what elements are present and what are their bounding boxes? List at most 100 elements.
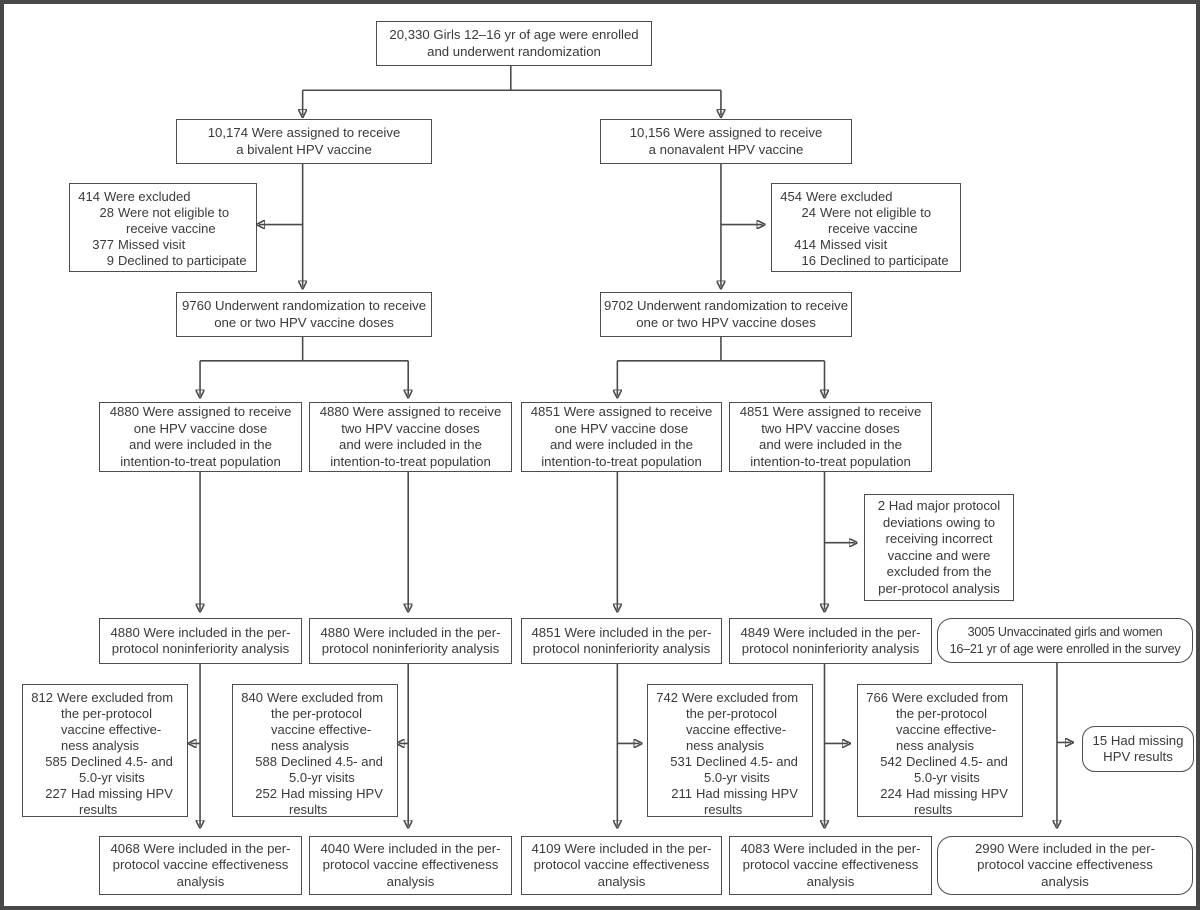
- stat-label: Had missing HPV: [71, 786, 173, 801]
- stat-line: vaccine effective-: [864, 722, 1020, 738]
- stat-line: ness analysis: [29, 738, 185, 754]
- stat-line: receive vaccine: [778, 221, 958, 237]
- stat-label: receive vaccine: [828, 221, 918, 236]
- randomized-nonavalent-box: 9702 Underwent randomization to receive …: [600, 292, 852, 337]
- stat-label: Were not eligible to: [118, 205, 230, 220]
- stat-label: the per-protocol: [896, 706, 988, 721]
- stat-label: 5.0-yr visits: [704, 770, 770, 785]
- stat-line: 211 Had missing HPV: [654, 786, 810, 802]
- pp-effectiveness-survey-box: 2990 Were included in the per- protocol …: [937, 836, 1193, 895]
- stat-label: ness analysis: [686, 738, 765, 753]
- protocol-deviation-box: 2 Had major protocol deviations owing to…: [864, 494, 1014, 601]
- stat-label: results: [79, 802, 118, 817]
- stat-label: the per-protocol: [686, 706, 778, 721]
- stat-value: 414: [794, 237, 816, 252]
- stat-label: Missed visit: [820, 237, 888, 252]
- excluded-effectiveness-bivalent-one-box: 812 Were excluded from the per-protocol v…: [22, 684, 188, 817]
- stat-value: 766: [866, 690, 888, 705]
- stat-value: 414: [78, 189, 100, 204]
- pp-noninferiority-bivalent-two-box: 4880 Were included in the per- protocol …: [309, 618, 512, 664]
- stat-label: results: [704, 802, 743, 817]
- stat-line: the per-protocol: [654, 706, 810, 722]
- stat-label: ness analysis: [61, 738, 140, 753]
- stat-value: 24: [801, 205, 816, 220]
- survey-enrolled-box: 3005 Unvaccinated girls and women 16–21 …: [937, 618, 1193, 663]
- stat-line: 542 Declined 4.5- and: [864, 754, 1020, 770]
- stat-value: 16: [801, 253, 816, 268]
- stat-value: 812: [31, 690, 53, 705]
- stat-line: ness analysis: [654, 738, 810, 754]
- stat-line: the per-protocol: [239, 706, 395, 722]
- stat-line: 5.0-yr visits: [29, 770, 185, 786]
- stat-label: Were excluded from: [892, 690, 1009, 705]
- stat-value: 9: [106, 253, 114, 268]
- pp-noninferiority-nonavalent-two-box: 4849 Were included in the per- protocol …: [729, 618, 932, 664]
- flow-connector-lines: [4, 65, 1196, 906]
- stat-line: 812 Were excluded from: [29, 690, 185, 706]
- stat-label: Were not eligible to: [820, 205, 932, 220]
- stat-label: 5.0-yr visits: [914, 770, 980, 785]
- pp-noninferiority-bivalent-one-box: 4880 Were included in the per- protocol …: [99, 618, 302, 664]
- stat-value: 531: [670, 754, 692, 769]
- stat-line: 9 Declined to participate: [76, 253, 254, 269]
- pp-effectiveness-bivalent-one-box: 4068 Were included in the per- protocol …: [99, 836, 302, 895]
- stat-value: 28: [99, 205, 114, 220]
- stat-line: results: [239, 802, 395, 818]
- pp-effectiveness-nonavalent-two-box: 4083 Were included in the per- protocol …: [729, 836, 932, 895]
- stat-line: the per-protocol: [864, 706, 1020, 722]
- stat-label: vaccine effective-: [271, 722, 372, 737]
- stat-line: receive vaccine: [76, 221, 254, 237]
- stat-label: Declined to participate: [118, 253, 247, 268]
- stat-label: vaccine effective-: [61, 722, 162, 737]
- stat-value: 211: [671, 786, 692, 801]
- pp-effectiveness-bivalent-two-box: 4040 Were included in the per- protocol …: [309, 836, 512, 895]
- stat-label: Had missing HPV: [281, 786, 383, 801]
- stat-label: Were excluded from: [57, 690, 174, 705]
- pp-noninferiority-nonavalent-one-box: 4851 Were included in the per- protocol …: [521, 618, 722, 664]
- stat-line: vaccine effective-: [654, 722, 810, 738]
- stat-label: Missed visit: [118, 237, 186, 252]
- stat-label: Declined 4.5- and: [906, 754, 1008, 769]
- stat-label: Were excluded: [806, 189, 893, 204]
- itt-bivalent-one-dose-box: 4880 Were assigned to receive one HPV va…: [99, 402, 302, 472]
- stat-line: 28 Were not eligible to: [76, 205, 254, 221]
- stat-value: 377: [92, 237, 114, 252]
- stat-label: 5.0-yr visits: [289, 770, 355, 785]
- stat-label: Declined to participate: [820, 253, 949, 268]
- stat-label: Had missing HPV: [906, 786, 1008, 801]
- stat-line: vaccine effective-: [29, 722, 185, 738]
- stat-label: receive vaccine: [126, 221, 216, 236]
- stat-line: ness analysis: [239, 738, 395, 754]
- stat-label: 5.0-yr visits: [79, 770, 145, 785]
- stat-line: results: [29, 802, 185, 818]
- itt-nonavalent-one-dose-box: 4851 Were assigned to receive one HPV va…: [521, 402, 722, 472]
- stat-line: 766 Were excluded from: [864, 690, 1020, 706]
- stat-label: ness analysis: [896, 738, 975, 753]
- stat-value: 840: [241, 690, 263, 705]
- stat-label: Had missing HPV: [696, 786, 798, 801]
- excluded-effectiveness-nonavalent-two-box: 766 Were excluded from the per-protocol v…: [857, 684, 1023, 817]
- stat-label: vaccine effective-: [896, 722, 997, 737]
- stat-line: results: [654, 802, 810, 818]
- stat-line: ness analysis: [864, 738, 1020, 754]
- stat-label: Were excluded from: [682, 690, 799, 705]
- stat-line: 377 Missed visit: [76, 237, 254, 253]
- stat-line: 414 Missed visit: [778, 237, 958, 253]
- stat-value: 542: [880, 754, 902, 769]
- stat-label: vaccine effective-: [686, 722, 787, 737]
- stat-line: 24 Were not eligible to: [778, 205, 958, 221]
- stat-label: the per-protocol: [61, 706, 153, 721]
- stat-label: ness analysis: [271, 738, 350, 753]
